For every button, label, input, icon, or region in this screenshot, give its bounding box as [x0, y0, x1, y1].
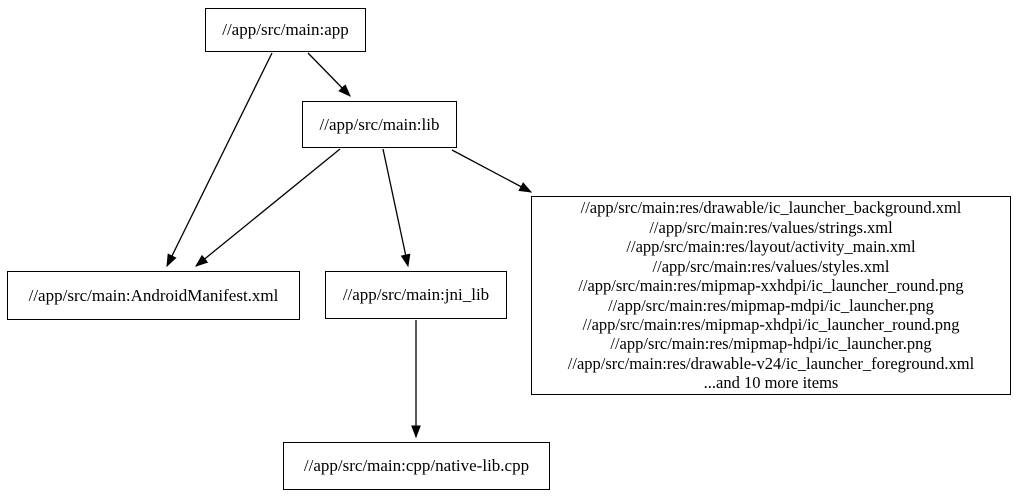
res-item: //app/src/main:res/layout/activity_main.…	[626, 237, 916, 257]
node-lib: //app/src/main:lib	[302, 101, 457, 148]
res-more-items: ...and 10 more items	[703, 373, 839, 393]
edge-lib-to-manifest	[194, 148, 341, 267]
edge-lib-to-res-group	[451, 149, 533, 193]
res-item: //app/src/main:res/values/styles.xml	[652, 256, 890, 276]
edge-lib-to-jni-lib	[382, 148, 411, 268]
res-item: //app/src/main:res/mipmap-hdpi/ic_launch…	[610, 334, 932, 354]
res-item: //app/src/main:res/mipmap-xxhdpi/ic_laun…	[578, 276, 964, 296]
node-android-manifest: //app/src/main:AndroidManifest.xml	[7, 271, 300, 320]
edge-app-to-manifest	[166, 52, 273, 268]
node-native-lib-cpp: //app/src/main:cpp/native-lib.cpp	[283, 442, 550, 490]
res-item: //app/src/main:res/mipmap-xhdpi/ic_launc…	[582, 314, 960, 334]
res-item: //app/src/main:res/mipmap-mdpi/ic_launch…	[608, 295, 934, 315]
node-jni-lib: //app/src/main:jni_lib	[325, 271, 507, 319]
res-item: //app/src/main:res/drawable/ic_launcher_…	[580, 198, 962, 218]
node-res-group: //app/src/main:res/drawable/ic_launcher_…	[531, 196, 1011, 395]
node-app: //app/src/main:app	[205, 8, 366, 52]
edge-app-to-lib	[307, 52, 351, 97]
res-item: //app/src/main:res/values/strings.xml	[649, 217, 893, 237]
res-item: //app/src/main:res/drawable-v24/ic_launc…	[567, 353, 975, 373]
